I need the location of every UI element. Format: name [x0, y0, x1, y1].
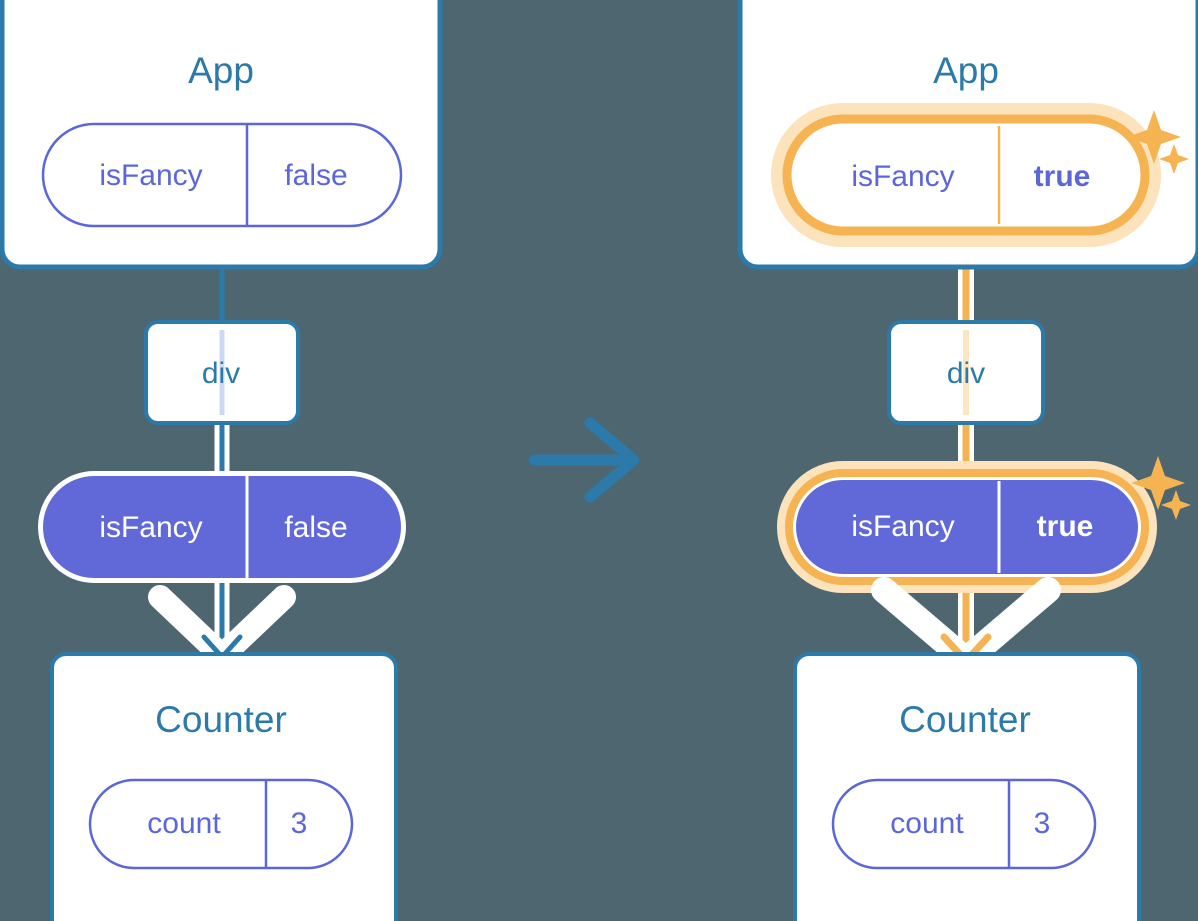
left-prop-pill-key: isFancy [99, 511, 202, 544]
left-prop-pill-value: false [284, 511, 347, 544]
right-div-node: div [887, 320, 1045, 425]
right-app-sparkle-small-icon [1159, 144, 1189, 174]
left-app-state-pill: isFancy false [41, 122, 403, 228]
left-prop-pill-shape [43, 476, 401, 578]
left-counter-state-pill-key: count [147, 807, 221, 840]
right-app-state-pill-key: isFancy [851, 160, 954, 193]
left-counter-state-pill-shape [88, 778, 354, 870]
left-div-node: div [144, 320, 300, 425]
left-counter-card: Counter count 3 [50, 652, 398, 921]
left-app-card-title: App [188, 50, 254, 91]
right-counter-card: Counter count 3 [793, 652, 1141, 921]
right-prop-pill-shape [796, 480, 1138, 574]
left-counter-state-pill: count 3 [88, 778, 354, 870]
left-app-state-pill-value: false [284, 159, 347, 192]
right-prop-pill-key: isFancy [851, 510, 954, 543]
left-counter-state-pill-value: 3 [291, 807, 308, 840]
right-prop-sparkle-large-icon [1131, 456, 1185, 510]
right-prop-pill-glow [777, 461, 1157, 593]
right-app-state-pill-shape [793, 125, 1139, 225]
left-app-state-pill-shape [41, 122, 403, 228]
right-counter-state-pill-value: 3 [1034, 807, 1051, 840]
transition-right-arrow-icon [528, 417, 640, 503]
right-app-state-pill: isFancy true [771, 103, 1161, 247]
right-counter-state-pill: count 3 [831, 778, 1097, 870]
left-app-state-pill-key: isFancy [99, 159, 202, 192]
right-div-node-label: div [947, 357, 985, 390]
right-app-card: App isFancy true [737, 0, 1198, 270]
left-prop-pill: isFancy false [38, 471, 406, 583]
right-app-state-pill-glow [771, 103, 1161, 247]
right-counter-state-pill-shape [831, 778, 1097, 870]
right-prop-pill: isFancy true [777, 461, 1157, 593]
right-counter-card-title: Counter [899, 699, 1031, 740]
right-prop-pill-value: true [1037, 510, 1094, 543]
left-app-card: App isFancy false [0, 0, 443, 270]
left-div-node-label: div [202, 357, 240, 390]
right-app-card-title: App [933, 50, 999, 91]
right-prop-sparkle-small-icon [1161, 490, 1191, 520]
right-counter-state-pill-key: count [890, 807, 964, 840]
left-counter-card-title: Counter [155, 699, 287, 740]
right-app-sparkle-large-icon [1127, 110, 1181, 164]
right-app-state-pill-value: true [1034, 160, 1091, 193]
